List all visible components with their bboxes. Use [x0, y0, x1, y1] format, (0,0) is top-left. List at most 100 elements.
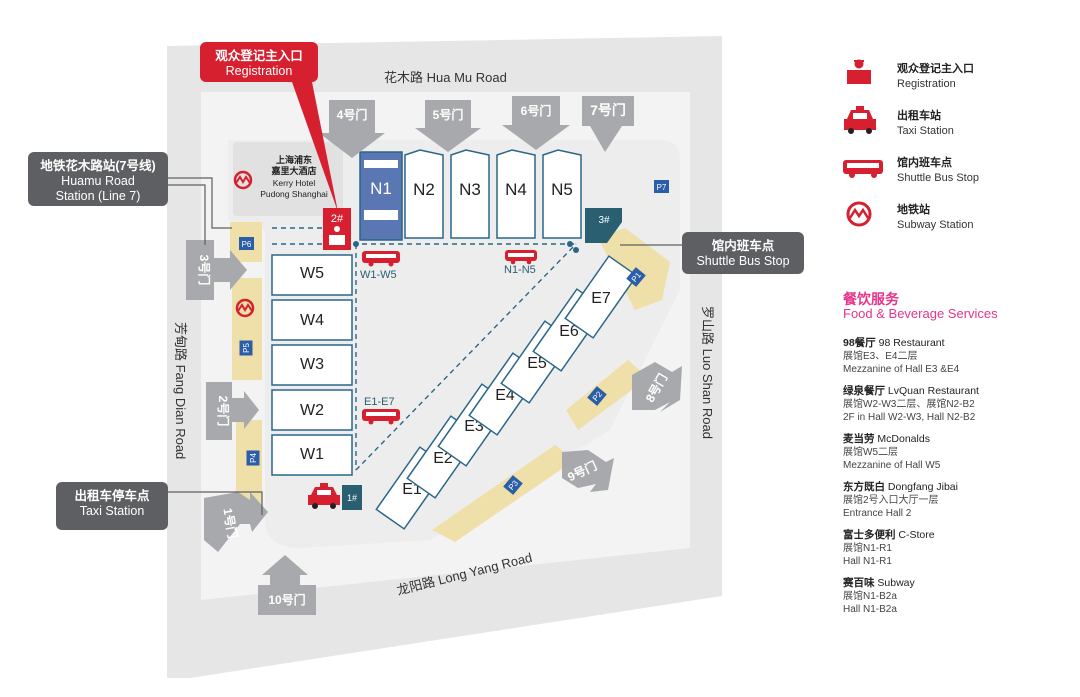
hotel-zh-2: 嘉里大酒店 [270, 165, 316, 176]
hall-e4-label: E4 [495, 387, 515, 404]
parking-sign-p3 [503, 475, 523, 495]
hall-n3-label: N3 [459, 180, 481, 199]
parking-sign-p2 [587, 386, 607, 406]
hotel-zh-1: 上海浦东 [276, 154, 312, 165]
legend-zh: 观众登记主入口 [897, 63, 974, 75]
food-list: 98餐厅 98 Restaurant 展馆E3、E4二层 Mezzanine o… [843, 336, 1073, 624]
hall-w4-label: W4 [300, 312, 324, 329]
taxi-callout-zh: 出租车停车点 [74, 489, 150, 503]
subway-callout: 地铁花木路站(7号线) Huamu Road Station (Line 7) [28, 152, 168, 206]
food-item-zh: 绿泉餐厅 [843, 385, 885, 397]
entrance-2-label: 2# [331, 213, 344, 225]
food-item: 麦当劳 McDonalds 展馆W5二层 Mezzanine of Hall W… [843, 432, 1073, 472]
parking-label-p6: P6 [242, 240, 252, 249]
gate-4-label: 4号门 [337, 107, 368, 122]
food-item-location-en: Mezzanine of Hall E3 &E4 [843, 364, 960, 375]
hall-n1-label: N1 [370, 179, 392, 198]
food-item-en: McDonalds [874, 433, 930, 445]
hall-n2 [404, 149, 444, 239]
gate-7: 7号门 [582, 96, 634, 152]
hall-w1-label: W1 [300, 446, 324, 463]
registration-icon [329, 226, 345, 245]
hall-n3 [450, 149, 490, 239]
food-item: 赛百味 Subway 展馆N1-B2a Hall N1-B2a [843, 576, 1073, 616]
food-item-en: Dongfang Jibai [885, 481, 958, 493]
gate-1: 1号门 [204, 492, 268, 552]
parking-zone-p1 [598, 228, 670, 310]
gate-10: 10号门 [258, 555, 316, 615]
parking-label-p5: P5 [242, 343, 251, 353]
food-item-location-en: 2F in Hall W2-W3, Hall N2-B2 [843, 412, 976, 423]
hall-e7 [564, 255, 638, 339]
hall-w4 [271, 299, 353, 341]
hall-w5 [271, 254, 353, 296]
bus-stop-w-label: W1-W5 [360, 269, 397, 281]
legend-en: Subway Station [897, 219, 974, 231]
bus-stop-n-label: N1-N5 [504, 264, 536, 276]
hall-e6-label: E6 [559, 323, 579, 340]
hall-w1 [271, 434, 353, 476]
parking-sign-p1 [626, 267, 646, 287]
food-item-location-en: Entrance Hall 2 [843, 508, 912, 519]
food-item-location-zh: 展馆2号入口大厅一层 [843, 495, 939, 506]
gate-5-label: 5号门 [433, 107, 464, 122]
parking-zone-p5 [232, 278, 262, 380]
parking-labels: P6 P7 P5 P4 P1 P2 P3 [239, 180, 669, 495]
route-node [353, 241, 359, 247]
taxi-callout-en: Taxi Station [79, 504, 145, 518]
taxi-icon [308, 483, 340, 509]
road-fang-dian: 芳甸路 Fang Dian Road [173, 322, 188, 459]
west-halls: W5 W4 W3 W2 W1 [271, 254, 353, 476]
bus-stop-e-label: E1-E7 [364, 396, 395, 408]
shuttle-bus-icon [505, 250, 537, 265]
hall-e5-label: E5 [527, 355, 547, 372]
venue-map: 上海浦东 嘉里大酒店 Kerry Hotel Pudong Shanghai N… [167, 36, 722, 678]
parking-zone-p3 [432, 445, 575, 542]
hotel-block [233, 142, 343, 216]
shuttle-bus-icon [362, 409, 400, 425]
road-hua-mu: 花木路 Hua Mu Road [384, 70, 507, 85]
gate-5: 5号门 [415, 100, 481, 152]
legend: 观众登记主入口 Registration 出租车站 Taxi Station 馆… [842, 58, 1062, 246]
food-item-location-en: Mezzanine of Hall W5 [843, 460, 941, 471]
gate-1-label: 1号门 [220, 507, 240, 540]
food-item-en: 98 Restaurant [875, 337, 945, 349]
food-item: 富士多便利 C-Store 展馆N1-R1 Hall N1-R1 [843, 528, 1073, 568]
hotel-en-2: Pudong Shanghai [260, 189, 328, 199]
gate-2: 2号门 [206, 382, 259, 440]
shuttle-callout-en: Shuttle Bus Stop [696, 254, 790, 268]
food-item-location-zh: 展馆W5二层 [843, 447, 898, 458]
hall-w2-label: W2 [300, 402, 324, 419]
subway-callout-en2: Station (Line 7) [55, 189, 141, 203]
food-section-title: 餐饮服务 [843, 291, 899, 307]
legend-item-subway: 地铁站 Subway Station [842, 199, 1062, 246]
food-item-zh: 98餐厅 [843, 337, 876, 349]
subway-callout-en1: Huamu Road [61, 174, 135, 188]
food-item: 98餐厅 98 Restaurant 展馆E3、E4二层 Mezzanine o… [843, 336, 1073, 376]
parking-zone-p2 [566, 360, 648, 430]
east-halls: E1 E2 E3 E4 E5 E6 E7 [375, 255, 638, 530]
food-item-location-en: Hall N1-R1 [843, 556, 892, 567]
hall-w3-label: W3 [300, 356, 324, 373]
subway-icon [233, 170, 253, 190]
road-luo-shan: 罗山路 Luo Shan Road [700, 306, 715, 439]
callout-leaders [168, 177, 682, 515]
food-item-location-zh: 展馆N1-B2a [843, 591, 897, 602]
food-item-location-en: Hall N1-B2a [843, 604, 897, 615]
legend-zh: 馆内班车点 [897, 157, 952, 169]
legend-en: Taxi Station [897, 125, 954, 137]
legend-item-shuttle: 馆内班车点 Shuttle Bus Stop [842, 152, 1062, 199]
registration-callout-en: Registration [225, 64, 293, 78]
entrance-3-block [585, 208, 622, 243]
parking-sign-p7 [654, 180, 669, 193]
hall-e2-label: E2 [433, 450, 453, 467]
food-section-subtitle: Food & Beverage Services [843, 306, 998, 321]
gate-3-label: 3号门 [197, 255, 212, 286]
hotel-label: 上海浦东 嘉里大酒店 Kerry Hotel Pudong Shanghai [260, 154, 328, 199]
food-item: 东方既白 Dongfang Jibai 展馆2号入口大厅一层 Entrance … [843, 480, 1073, 520]
food-item-zh: 富士多便利 [843, 529, 896, 541]
subway-icon [235, 298, 255, 318]
food-item-location-zh: 展馆W2-W3二层、展馆N2-B2 [843, 399, 975, 410]
parking-label-p7: P7 [657, 183, 667, 192]
legend-item-registration: 观众登记主入口 Registration [842, 58, 1062, 105]
